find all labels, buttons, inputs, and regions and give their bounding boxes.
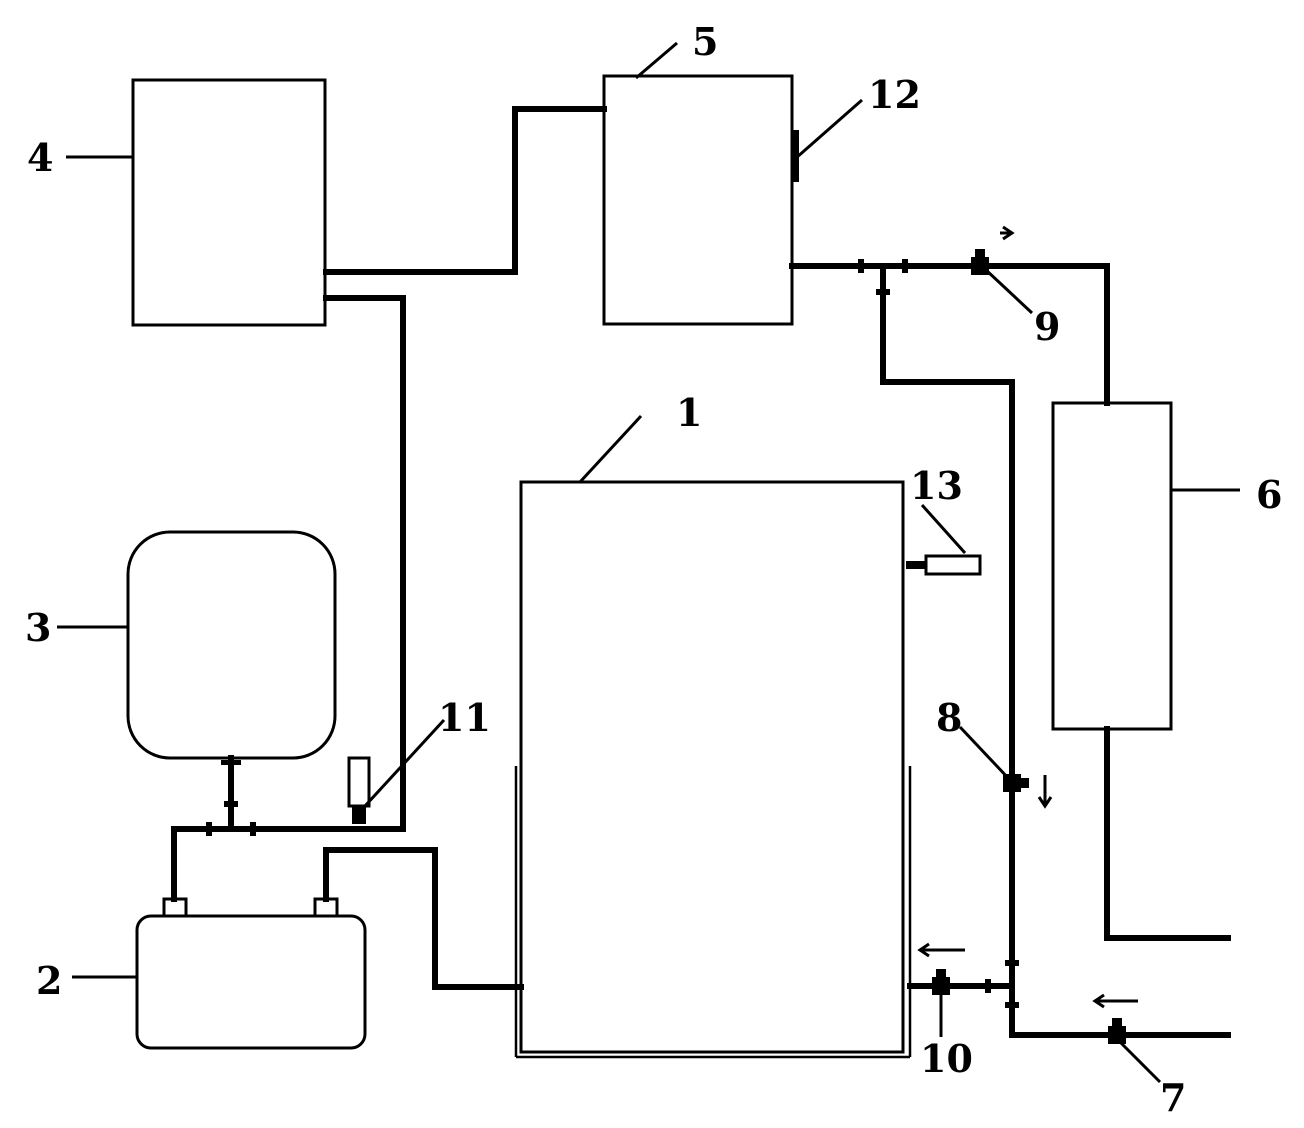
label-7: 7 <box>1160 1075 1186 1120</box>
flow-arrow-left-icon <box>917 942 965 958</box>
pipe-4-down <box>171 295 406 902</box>
pipe-fittings <box>206 259 1019 1008</box>
component-1-tank <box>519 480 905 1054</box>
label-13: 13 <box>910 463 963 508</box>
valve-9 <box>971 249 989 275</box>
flow-arrow-left-icon <box>1092 993 1138 1009</box>
component-13-sensor <box>924 554 982 576</box>
label-1: 1 <box>676 390 702 435</box>
label-6: 6 <box>1256 472 1282 517</box>
label-5: 5 <box>692 19 718 64</box>
component-11-base <box>352 806 366 824</box>
component-12-sensor <box>791 130 799 182</box>
label-11: 11 <box>438 695 491 740</box>
label-2: 2 <box>36 958 62 1003</box>
label-9: 9 <box>1034 304 1060 349</box>
pipe-6-out <box>1104 726 1231 941</box>
component-3-vessel <box>126 530 337 760</box>
component-5-box <box>602 74 794 326</box>
pipe-branch-8 <box>880 263 1231 1038</box>
component-6-box <box>1051 401 1173 731</box>
component-4-box <box>131 78 327 327</box>
leader-lines <box>57 41 1240 1084</box>
component-2-box <box>135 914 367 1050</box>
flow-arrow-right-icon <box>1000 225 1015 241</box>
pipe-2-to-1 <box>323 847 524 990</box>
label-4: 4 <box>27 135 53 180</box>
label-10: 10 <box>920 1036 973 1081</box>
label-8: 8 <box>936 695 962 740</box>
pipe-5-out <box>789 263 1110 406</box>
label-3: 3 <box>25 605 51 650</box>
flow-arrow-down-icon <box>1037 775 1053 809</box>
component-13-mount <box>906 561 926 569</box>
label-12: 12 <box>868 72 921 117</box>
valve-7 <box>1108 1018 1126 1044</box>
valve-10 <box>932 969 950 995</box>
pipe-4-to-5 <box>323 106 607 275</box>
component-11-sensor <box>347 756 371 808</box>
